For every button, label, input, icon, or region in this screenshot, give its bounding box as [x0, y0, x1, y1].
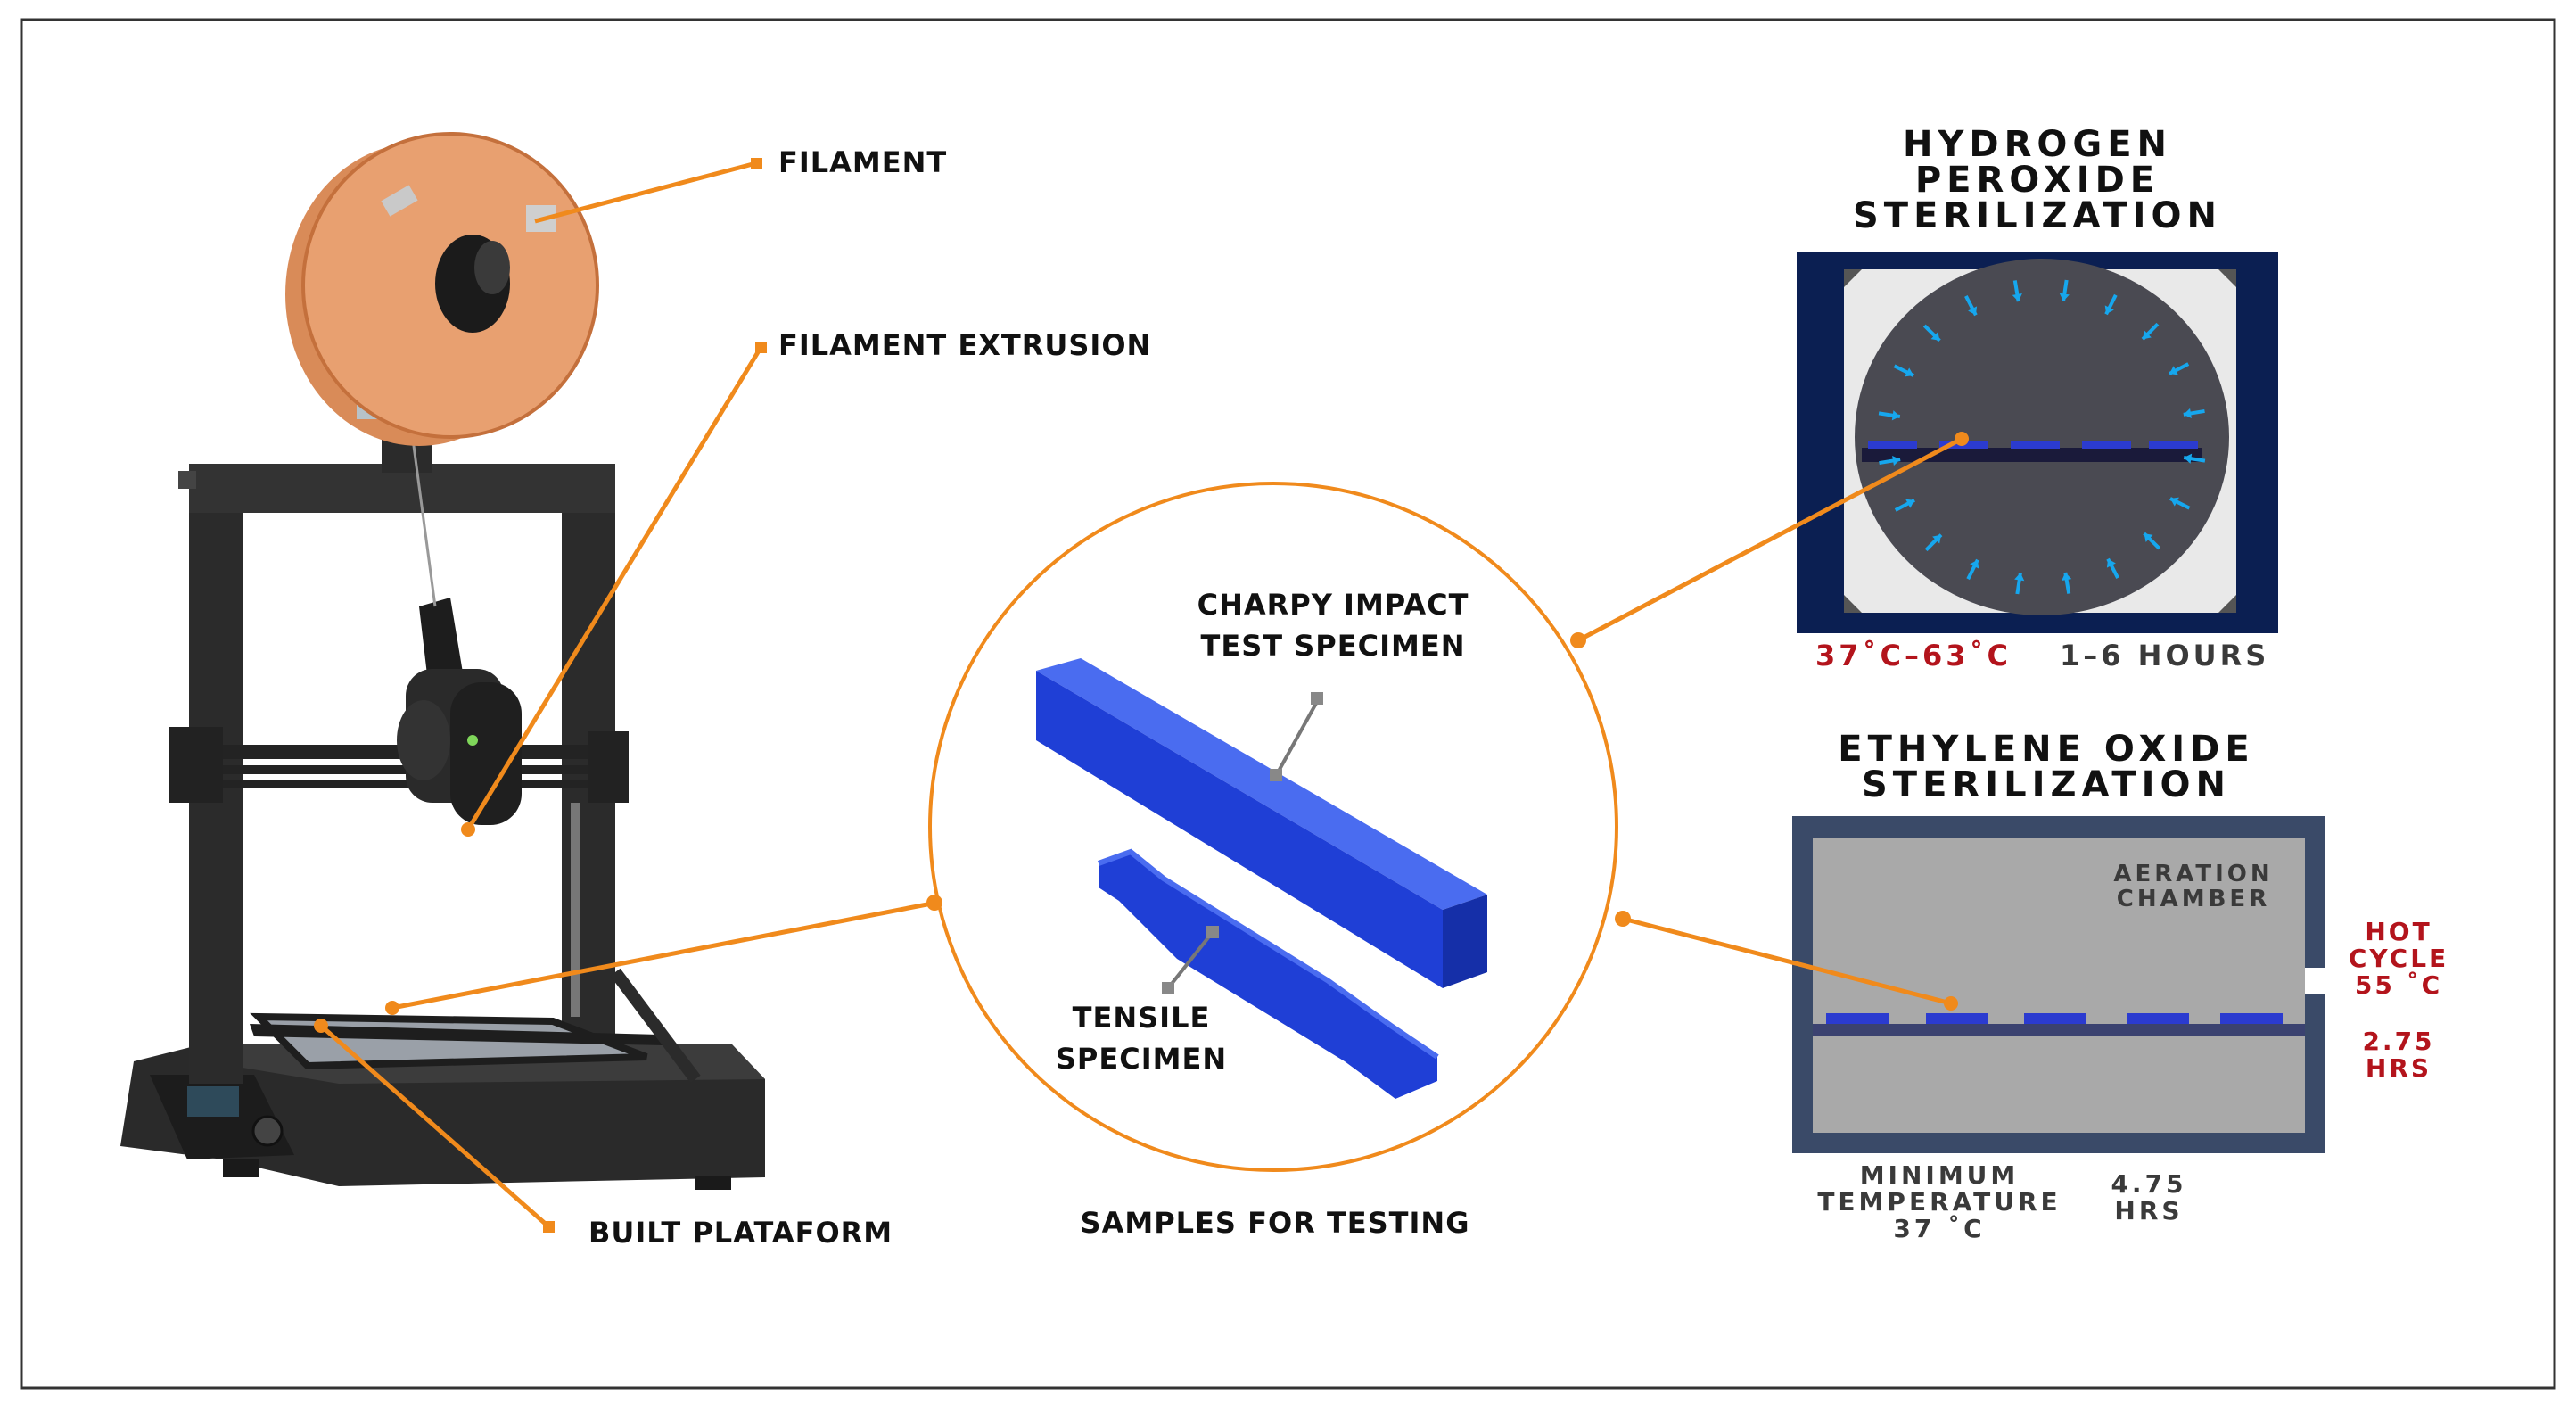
hot-cycle-label: HOT CYCLE 55 ˚C [2348, 917, 2449, 1000]
hot-cycle-duration: 2.75 HRS [2362, 1027, 2435, 1083]
hp-arrow [1924, 533, 1943, 552]
min-temperature-label: MINIMUM TEMPERATURE 37 ˚C [1817, 1160, 2062, 1243]
built-plataform-label: BUILT PLATAFORM [588, 1216, 893, 1250]
hp-arrow [2062, 572, 2072, 594]
hp-arrow [1894, 499, 1915, 512]
hydrogen-peroxide-title: HYDROGEN PEROXIDE STERILIZATION [1853, 124, 2222, 236]
eo-tray-group [1826, 1013, 2283, 1024]
tensile-label: TENSILE SPECIMEN [1055, 1001, 1228, 1076]
hp-arrow [1966, 558, 1979, 581]
hp-arrow [1879, 455, 1901, 466]
hp-arrow [2169, 497, 2191, 510]
3d-printer [120, 132, 765, 1190]
hp-gas-arrows [1878, 279, 2206, 595]
printer-knob [251, 1115, 284, 1147]
hp-arrow [1878, 410, 1901, 421]
aeration-chamber-label: AERATION CHAMBER [2113, 861, 2274, 912]
hp-arrow [2183, 408, 2205, 419]
filament-label: FILAMENT [778, 145, 948, 179]
ethylene-oxide-title: ETHYLENE OXIDE STERILIZATION [1838, 729, 2255, 805]
charpy-label: CHARPY IMPACT TEST SPECIMEN [1197, 588, 1469, 663]
filament-extrusion-label: FILAMENT EXTRUSION [778, 328, 1152, 362]
charpy-specimen [1036, 658, 1487, 988]
hp-tray [2011, 441, 2060, 449]
hp-arrow [1922, 324, 1941, 342]
hp-arrow [2059, 279, 2070, 302]
samples-caption: SAMPLES FOR TESTING [1080, 1206, 1470, 1240]
hp-arrow [1893, 364, 1914, 377]
hp-arrow [2169, 362, 2190, 375]
hp-tray [2149, 441, 2198, 449]
eo-tray [2127, 1013, 2189, 1024]
hp-arrow [2012, 280, 2022, 302]
tensile-specimen [1097, 848, 1439, 1099]
hp-arrow [1964, 295, 1978, 317]
hp-duration: 1–6 HOURS [2060, 639, 2270, 672]
hp-arrow [2014, 572, 2025, 595]
filament-strand [408, 418, 437, 607]
hydrogen-peroxide-chamber [1797, 252, 2278, 633]
hp-arrow [2106, 557, 2119, 579]
hp-temperature: 37˚C–63˚C [1815, 639, 2012, 672]
printer-screen [187, 1086, 239, 1117]
extruder-head [397, 598, 522, 825]
hp-arrow [2141, 322, 2160, 341]
samples-circle [928, 482, 1618, 1172]
eo-tray [2220, 1013, 2283, 1024]
hp-arrow [2104, 293, 2118, 316]
hp-tray [1868, 441, 1917, 449]
eo-duration: 4.75 HRS [2111, 1169, 2187, 1225]
eo-tray [2024, 1013, 2086, 1024]
filament-spool [285, 132, 599, 446]
eo-tray [1826, 1013, 1889, 1024]
hp-arrow [2143, 532, 2161, 550]
figure-border [20, 18, 2556, 1390]
hp-arrow [2183, 453, 2206, 464]
hp-tray [2082, 441, 2131, 449]
connector-lines [314, 158, 1969, 1233]
eo-tray [1926, 1013, 1988, 1024]
